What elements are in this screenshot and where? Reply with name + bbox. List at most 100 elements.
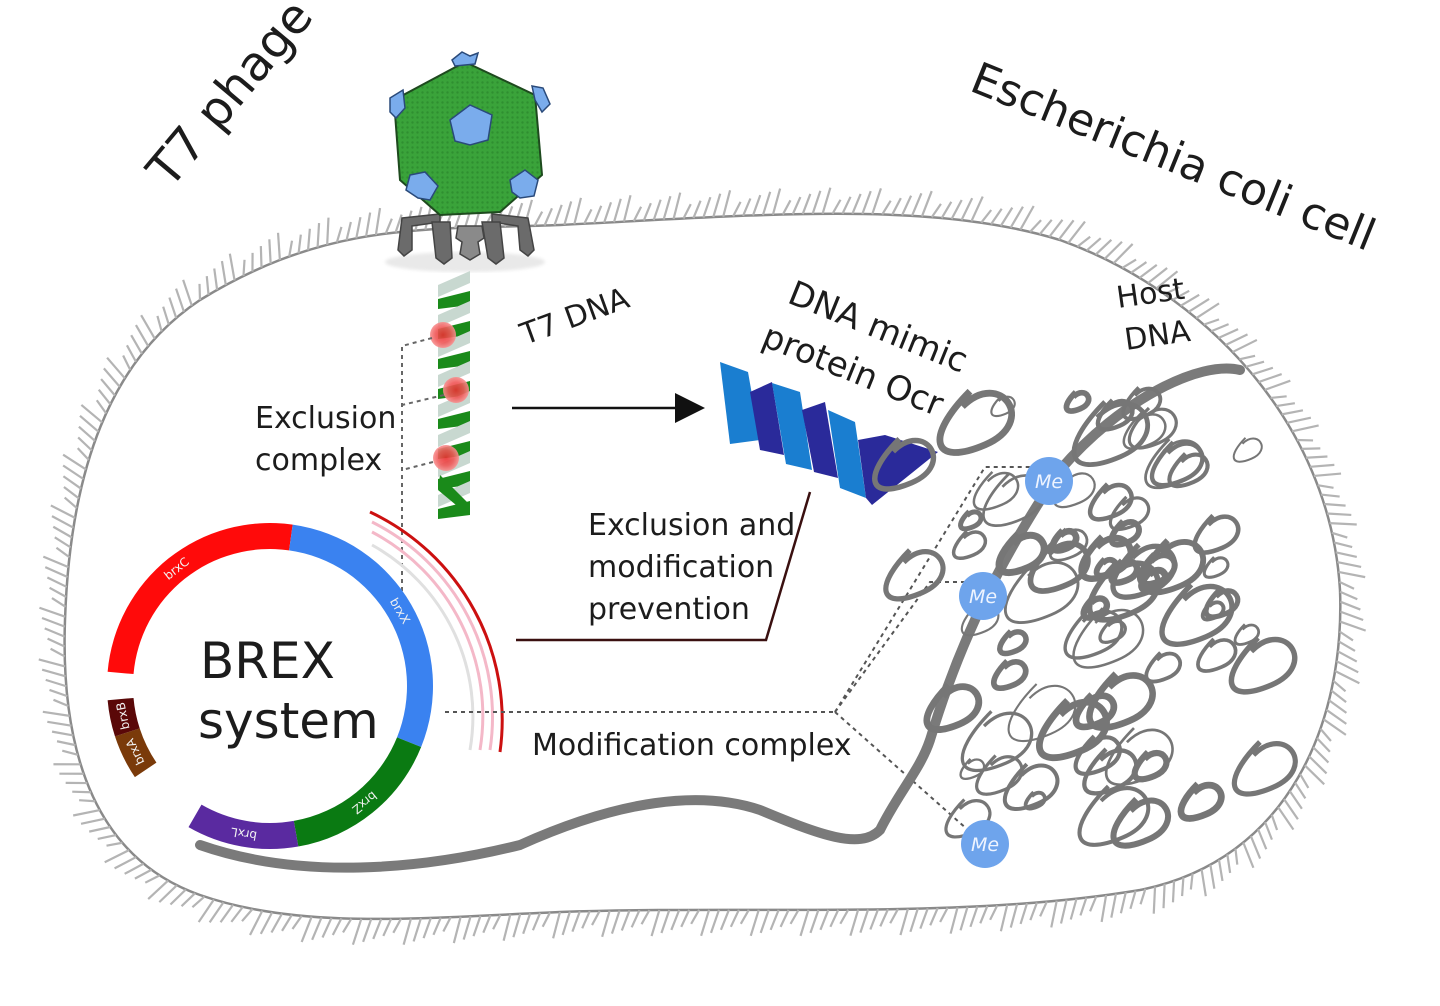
cilium [632, 206, 643, 222]
cilium [97, 833, 117, 841]
cilium [51, 597, 67, 608]
cilium [228, 253, 236, 281]
cilium [1313, 472, 1342, 478]
cilium [899, 908, 909, 936]
host-dna-loop [1087, 482, 1134, 522]
cilium [1329, 521, 1357, 526]
cilium [39, 606, 66, 618]
cilium [482, 914, 492, 934]
cilium [940, 201, 953, 219]
cilium [1338, 580, 1355, 590]
cilium [44, 566, 68, 579]
cilium [1180, 293, 1200, 307]
label-brex-2: system [198, 692, 379, 750]
cilium [901, 195, 913, 216]
cilium [969, 906, 979, 928]
cilium [561, 911, 571, 936]
cilium [1069, 898, 1078, 920]
cilium [42, 555, 69, 569]
cilium [355, 216, 362, 239]
cilium [241, 908, 254, 922]
cilium [920, 190, 933, 217]
prevention-connector [516, 491, 812, 642]
host-dna-loop [1063, 608, 1124, 660]
label-prevention-2: modification [588, 550, 774, 585]
cilium [682, 203, 692, 220]
cilium [72, 808, 101, 817]
cilium [841, 196, 852, 215]
cilium [47, 637, 66, 648]
cilium [1009, 206, 1024, 229]
host-dna-loop [1232, 437, 1263, 463]
host-dna-loop [1110, 796, 1172, 849]
host-dna-loop [975, 754, 1024, 796]
host-dna-loop [1144, 438, 1204, 490]
cilium [819, 909, 830, 931]
cilium [672, 192, 682, 220]
cilium [281, 914, 293, 932]
cilium [1121, 258, 1137, 269]
phage-tail [397, 213, 535, 265]
cilium [103, 367, 121, 388]
host-dna-loop [1048, 527, 1089, 562]
cilium [1277, 806, 1295, 831]
cilium [879, 908, 890, 927]
cilium [1317, 484, 1334, 489]
host-dna-loop [1002, 762, 1060, 811]
cilium [829, 909, 840, 928]
cilium [591, 910, 601, 926]
cilium [364, 212, 372, 237]
cilium [1338, 570, 1366, 579]
cilium [288, 240, 294, 257]
cilium [959, 906, 969, 931]
cilium [1100, 894, 1108, 923]
cilium [1339, 590, 1358, 601]
cilium [95, 399, 108, 414]
title-t7-phage: T7 phage [136, 0, 324, 198]
cilium [1322, 718, 1347, 736]
cilium [1337, 561, 1362, 568]
label-prevention-3: prevention [588, 592, 750, 627]
host-dna-loop [1023, 790, 1047, 811]
cilium [49, 586, 67, 598]
cilium [462, 915, 472, 940]
cilium [809, 909, 820, 934]
cilium [1029, 219, 1042, 233]
cilium [1320, 493, 1340, 498]
cilium [168, 297, 178, 319]
cilium [1330, 689, 1347, 703]
cilium [62, 464, 85, 480]
host-dna-loop [1072, 607, 1145, 669]
host-dna-loop [1196, 637, 1238, 673]
cilium [622, 194, 632, 222]
cilium [1155, 270, 1179, 290]
host-dna-loop [1003, 559, 1080, 625]
cilium [1217, 859, 1224, 882]
host-dna-loop [1073, 734, 1122, 776]
cilium [1103, 240, 1123, 260]
cilium [1264, 821, 1273, 841]
cilium [41, 616, 66, 628]
cilium [140, 314, 156, 340]
cilium [1252, 366, 1274, 376]
cilium [1234, 848, 1239, 865]
cilium [603, 201, 613, 224]
cilium [821, 187, 832, 215]
cilium [849, 909, 860, 937]
host-dna-loop [990, 395, 1016, 418]
cilium [41, 668, 66, 678]
cilium [49, 688, 68, 698]
cilium [630, 909, 641, 928]
cilium [230, 906, 244, 923]
cilium [909, 908, 919, 933]
host-dna-loop [1167, 452, 1210, 489]
cilium [72, 790, 92, 794]
host-dna-loop [1007, 683, 1077, 743]
cilium [412, 917, 422, 942]
cilium [342, 918, 353, 933]
cilium [1147, 267, 1168, 284]
host-dna-loop [1159, 582, 1235, 647]
cilium [1309, 463, 1335, 468]
cilium [871, 188, 882, 215]
